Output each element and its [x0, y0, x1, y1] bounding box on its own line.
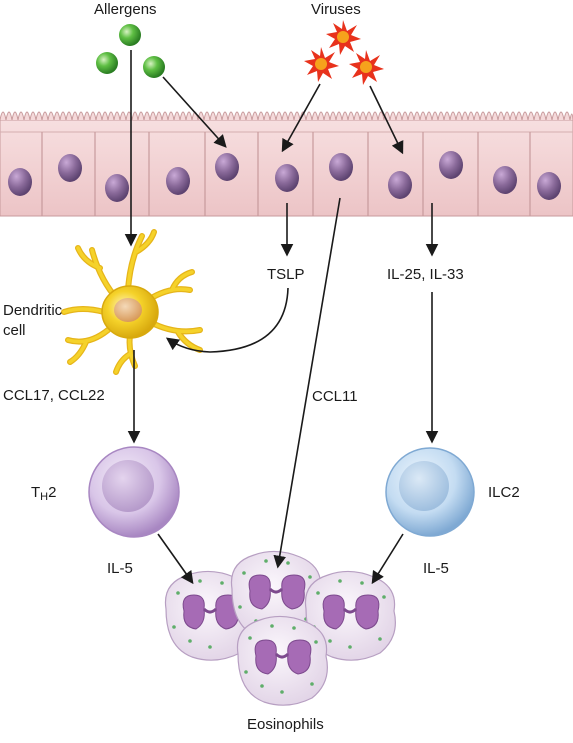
arrow-virus-to-epithelium-left	[281, 83, 321, 153]
pathway-arrows	[124, 50, 439, 585]
tslp-label: TSLP	[267, 266, 305, 283]
arrow-tslp-to-dendritic	[165, 287, 289, 353]
ccl17-ccl22-label: CCL17, CCL22	[3, 387, 105, 404]
arrow-allergen-to-epithelium	[162, 76, 227, 148]
ccl11-label: CCL11	[312, 388, 358, 405]
th2-label: TH2	[31, 484, 56, 503]
ilc2-label: ILC2	[488, 484, 520, 501]
epithelium-layer	[0, 111, 573, 217]
il5-right-label: IL-5	[423, 560, 449, 577]
arrow-th2-to-eosinophils	[157, 533, 194, 585]
dendritic-cell-label-line1: Dendritic	[3, 302, 63, 319]
dendritic-cell-icon	[61, 229, 203, 375]
arrow-epithelium-ccl11-to-eosinophils	[273, 197, 341, 569]
th2-label-main: T	[31, 484, 41, 501]
allergens-label: Allergens	[94, 1, 157, 18]
eosinophils-label: Eosinophils	[247, 716, 324, 733]
viruses-label: Viruses	[311, 1, 361, 18]
eosinophil-icon	[164, 550, 396, 706]
epithelial-nuclei	[8, 151, 561, 202]
allergen-particle-icon	[96, 24, 165, 78]
th2-cell-icon	[88, 446, 180, 538]
epithelium-cilia	[0, 111, 573, 121]
arrow-virus-to-epithelium-right	[369, 85, 404, 155]
virus-particle-icon	[304, 20, 384, 85]
il5-left-label: IL-5	[107, 560, 133, 577]
th2-label-tail: 2	[48, 484, 57, 501]
dendritic-cell-label-line2: cell	[3, 322, 26, 339]
il25-il33-label: IL-25, IL-33	[387, 266, 464, 283]
ilc2-cell-icon	[385, 447, 475, 537]
arrow-ilc2-to-eosinophils	[371, 533, 404, 585]
th2-label-subscript: H	[40, 491, 49, 503]
